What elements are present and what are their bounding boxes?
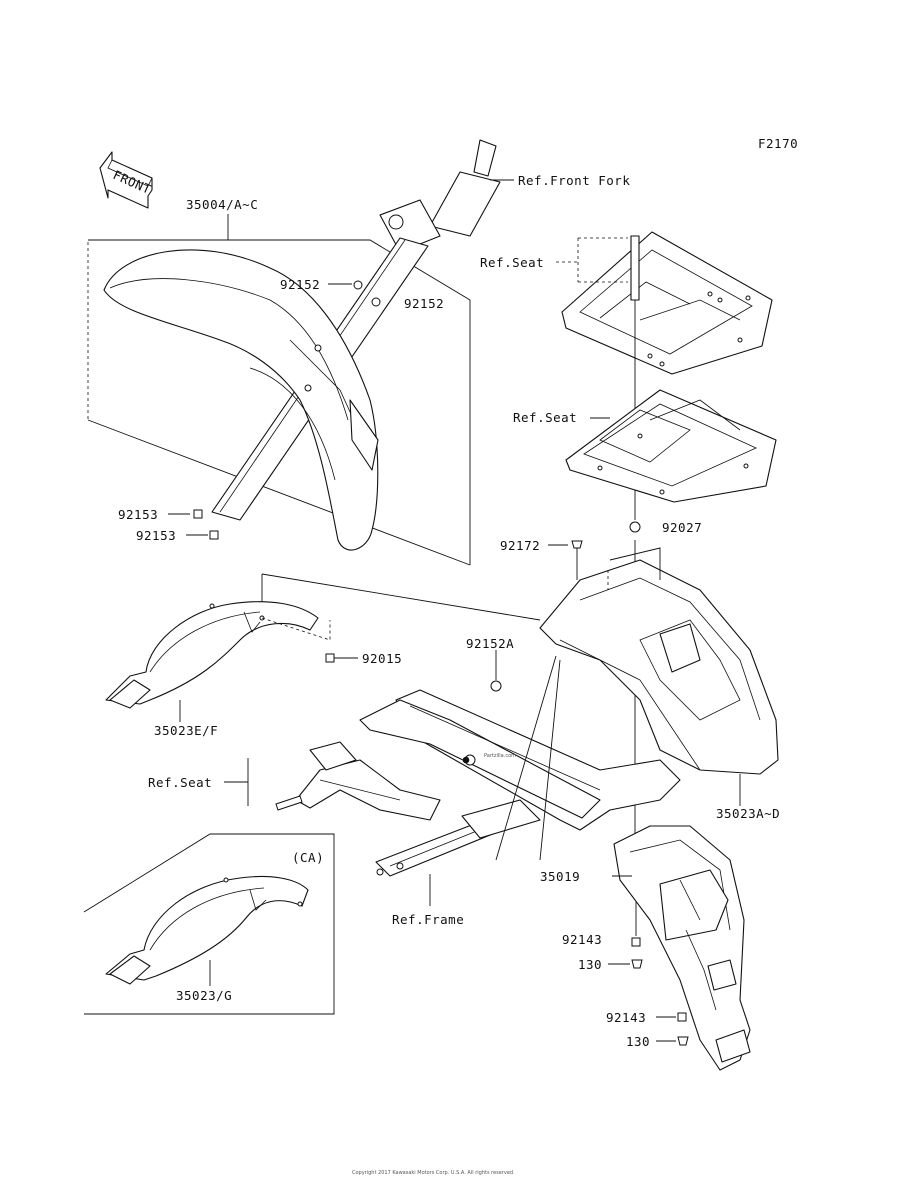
seat-brackets-group: Ref.Seat Ref.Seat 92027 (480, 231, 777, 840)
callout-130-a: 130 (578, 957, 602, 972)
bolt-130-b-icon (677, 1036, 689, 1046)
figure-code: F2170 (758, 136, 798, 151)
rear-fender-ef-group: 92015 35023E/F (105, 601, 402, 738)
nut-92153-b-icon (209, 530, 219, 540)
ca-region-group: (CA) 35023/G (83, 833, 335, 1015)
callout-front-fender: 35004/A~C (186, 197, 258, 212)
nut-92015-icon (325, 653, 335, 663)
callout-35019: 35019 (540, 869, 580, 884)
callout-ref-seat-mid: Ref.Seat (513, 410, 577, 425)
inner-fender-group: 35019 92143 130 92143 130 (540, 825, 751, 1071)
nut-92153-a-icon (193, 509, 203, 519)
callout-92143-b: 92143 (606, 1010, 646, 1025)
washer-92152a-icon (490, 680, 502, 692)
callout-ca: (CA) (292, 850, 324, 865)
callout-92152-b: 92152 (404, 296, 444, 311)
watermark-text: Partzilla.com (484, 753, 516, 759)
callout-92153-b: 92153 (136, 528, 176, 543)
front-arrow-icon: FRONT (99, 151, 154, 209)
rear-fender-group: 92172 35023A~D Ref.Frame Ref.Seat (148, 538, 780, 927)
callout-92027: 92027 (662, 520, 702, 535)
callout-92152-a: 92152 (280, 277, 320, 292)
callout-92172: 92172 (500, 538, 540, 553)
callout-92143-a: 92143 (562, 932, 602, 947)
bolt-130-a-icon (631, 959, 643, 969)
bolt-92152-b-icon (371, 297, 381, 307)
front-fender-group: 35004/A~C 92152 92152 92153 92153 Ref.Fr… (87, 139, 630, 566)
callout-92152a: 92152A (466, 636, 514, 651)
washer-92027-icon (629, 521, 641, 533)
callout-35023g: 35023/G (176, 988, 232, 1003)
callout-35023ad: 35023A~D (716, 806, 780, 821)
footer-copyright: Copyright 2017 Kawasaki Motors Corp. U.S… (352, 1170, 515, 1176)
callout-ref-front-fork: Ref.Front Fork (518, 173, 630, 188)
callout-92153-a: 92153 (118, 507, 158, 522)
bolt-92172-icon (571, 540, 583, 549)
callout-92015: 92015 (362, 651, 402, 666)
callout-ref-seat-left: Ref.Seat (148, 775, 212, 790)
bolt-92152-a-icon (353, 280, 363, 290)
collar-92143-a-icon (631, 937, 641, 947)
callout-35023ef: 35023E/F (154, 723, 218, 738)
collar-92143-b-icon (677, 1012, 687, 1022)
callout-ref-seat-top: Ref.Seat (480, 255, 544, 270)
callout-130-b: 130 (626, 1034, 650, 1049)
callout-ref-frame: Ref.Frame (392, 912, 464, 927)
